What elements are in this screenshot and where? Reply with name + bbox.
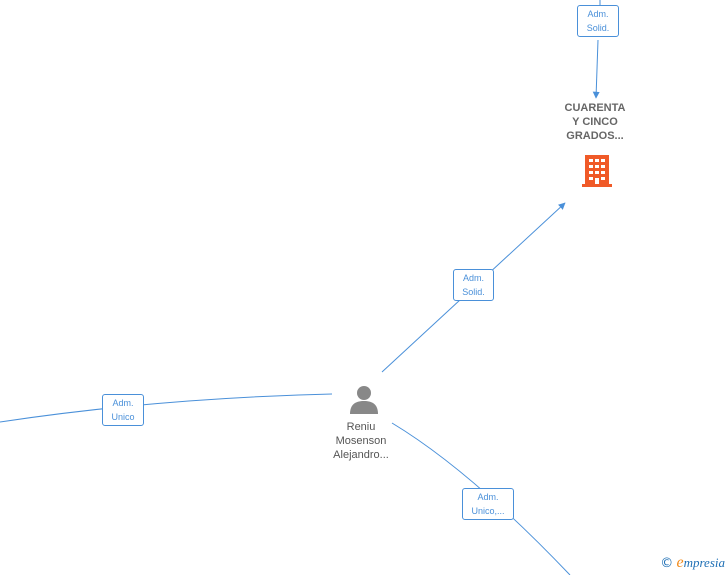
- copyright-symbol: ©: [660, 556, 674, 571]
- edge-left-role: Adm.: [112, 398, 134, 408]
- edge-middle-role: Adm.: [462, 273, 484, 283]
- edge-label-bottom[interactable]: Adm. Unico,...: [462, 488, 514, 520]
- empresia-watermark: © empresia: [660, 554, 725, 572]
- person-icon[interactable]: [348, 384, 380, 414]
- edge-left-line: [0, 393, 333, 423]
- company-name-line3: GRADOS...: [566, 130, 624, 142]
- edge-label-middle[interactable]: Adm. Solid.: [453, 269, 494, 301]
- edge-top-type: Solid.: [586, 23, 610, 33]
- company-name-line1: CUARENTA: [564, 102, 626, 114]
- edge-top-line-lower: [592, 39, 600, 99]
- edge-bottom-line: [391, 422, 571, 575]
- edge-top-role: Adm.: [587, 9, 609, 19]
- edge-left-type: Unico: [111, 412, 135, 422]
- person-name-line2: Mosenson: [335, 435, 387, 447]
- building-icon[interactable]: [582, 153, 612, 187]
- person-name-line1: Reniu: [346, 421, 376, 433]
- company-node-label[interactable]: CUARENTA Y CINCO GRADOS...: [545, 101, 645, 143]
- person-name-line3: Alejandro...: [333, 449, 389, 461]
- edge-bottom-role: Adm.: [477, 492, 499, 502]
- edge-bottom-type: Unico,...: [471, 506, 505, 516]
- person-node-label[interactable]: Reniu Mosenson Alejandro...: [311, 420, 411, 462]
- brand-initial: e: [676, 554, 684, 571]
- edge-label-left[interactable]: Adm. Unico: [102, 394, 144, 426]
- edge-middle-type: Solid.: [462, 287, 485, 297]
- company-name-line2: Y CINCO: [572, 116, 618, 128]
- edge-label-top[interactable]: Adm. Solid.: [577, 5, 619, 37]
- brand-name: mpresia: [683, 555, 725, 570]
